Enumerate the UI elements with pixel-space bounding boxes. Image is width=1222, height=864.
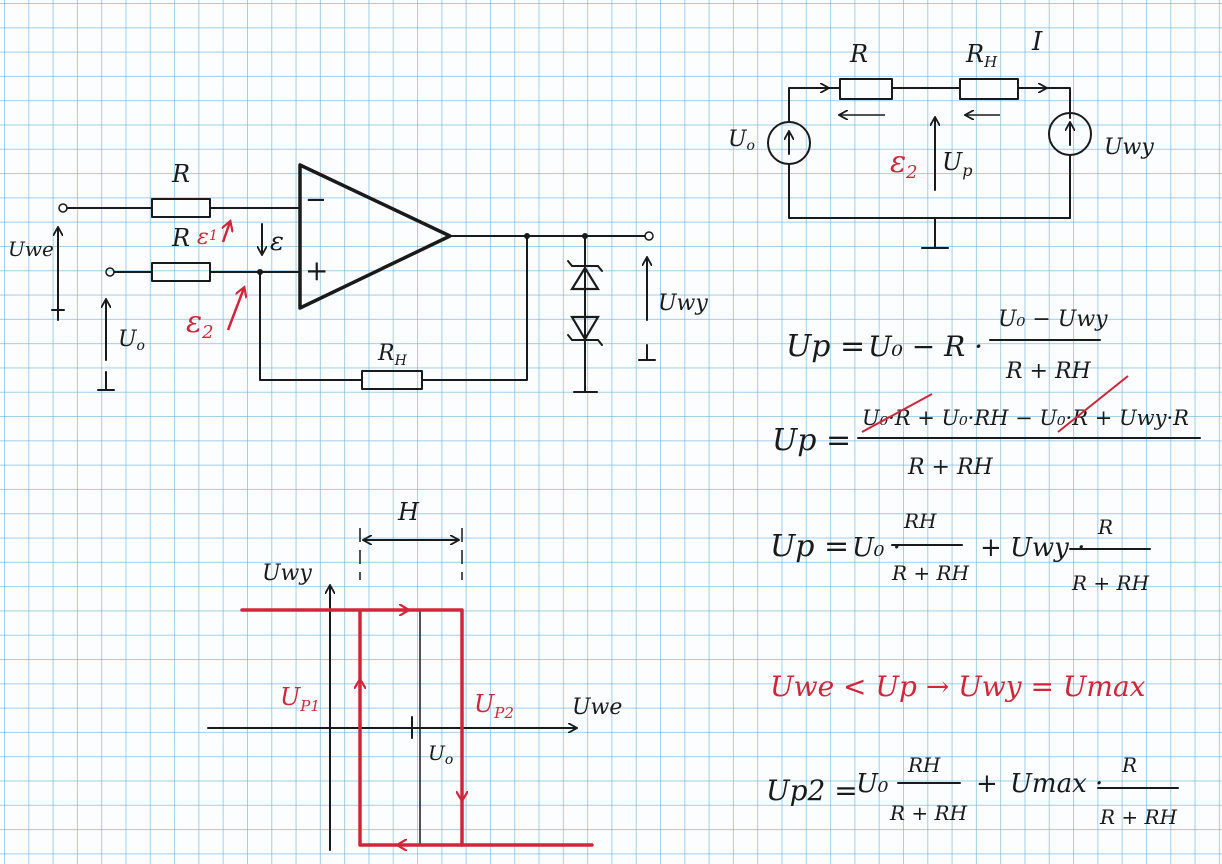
- condition-line: Uwe < Up → Uwy = Umax: [770, 670, 1146, 703]
- label-r-eq: R: [849, 40, 868, 68]
- opamp-triangle: [298, 163, 452, 310]
- label-up-eq: Up: [942, 148, 972, 180]
- eq3-term1: U₀ ·: [852, 533, 901, 563]
- hysteresis-graph: H Uwy Uwe UP1 UP2 Uo: [207, 498, 622, 851]
- resistor-rh-feedback: [361, 370, 423, 390]
- label-u0: Uo: [118, 327, 145, 354]
- eq1-numerator: U₀ − Uwy: [998, 307, 1108, 332]
- label-minus: −: [305, 185, 327, 215]
- equations: Up = U₀ − R · U₀ − Uwy R + RH Up = U₀·R …: [766, 307, 1201, 829]
- eq4-frac2-den: R + RH: [1099, 805, 1178, 829]
- label-up1: UP1: [280, 683, 320, 715]
- label-u0-graph: Uo: [428, 741, 453, 768]
- zener-diode-top: [570, 265, 600, 291]
- eq4-plus: +: [976, 769, 998, 799]
- eq3-frac1-den: R + RH: [891, 561, 970, 585]
- eq3-frac1-num: RH: [903, 509, 937, 533]
- strike-1: [861, 393, 933, 433]
- label-epsilon2: ε2: [186, 305, 214, 343]
- label-r-top: R: [171, 160, 190, 188]
- label-uwy-graph: Uwy: [262, 561, 312, 586]
- epsilon2-arrow: [226, 288, 244, 331]
- resistor-rh-eq: [959, 78, 1019, 100]
- input-terminal-bottom: [105, 267, 115, 277]
- label-rh-eq: RH: [965, 40, 998, 71]
- eq4-frac1-num: RH: [907, 753, 941, 777]
- resistor-r-eq: [839, 78, 893, 100]
- ground-u0: [97, 371, 115, 391]
- ground-uwe: [51, 299, 65, 321]
- label-epsilon: ε: [270, 227, 284, 257]
- eq2-numerator: U₀·R + U₀·RH − U₀·R + Uwy·R: [862, 406, 1189, 430]
- label-uwe: Uwe: [8, 237, 54, 261]
- eq4-term1: U₀: [856, 769, 889, 799]
- eq3-frac2-num: R: [1097, 515, 1113, 539]
- output-terminal: [644, 231, 654, 241]
- resistor-r-top: [151, 198, 211, 218]
- label-h: H: [397, 498, 420, 526]
- ground-eq: [921, 217, 949, 249]
- label-r-mid: R: [171, 224, 190, 252]
- label-uwe-graph: Uwe: [572, 695, 622, 720]
- ground-uwy: [638, 344, 656, 361]
- eq1-rhs: U₀ − R ·: [868, 330, 983, 363]
- label-uwy-eq: Uwy: [1104, 135, 1154, 160]
- eq2-denominator: R + RH: [907, 455, 994, 480]
- eq4-frac2-num: R: [1121, 753, 1137, 777]
- eq1-lhs: Up =: [786, 329, 865, 364]
- label-uwy-1: Uwy: [658, 291, 708, 316]
- eq1-denominator: R + RH: [1005, 359, 1092, 384]
- equivalent-circuit: R RH I Uo Uwy ε2 Up: [728, 27, 1154, 249]
- label-epsilon2-eq: ε2: [890, 145, 918, 183]
- eq3-lhs: Up =: [770, 529, 849, 564]
- label-rh-feedback: RH: [377, 341, 408, 369]
- input-terminal-top: [58, 203, 68, 213]
- resistor-r-mid: [151, 262, 211, 282]
- label-up2: UP2: [474, 690, 514, 722]
- label-epsilon1: ε1: [197, 225, 218, 250]
- eq4-term2: Umax ·: [1010, 769, 1103, 799]
- eq3-frac2-den: R + RH: [1071, 571, 1150, 595]
- eq2-lhs: Up =: [772, 423, 851, 458]
- label-u0-eq: Uo: [728, 127, 755, 154]
- label-plus: +: [305, 254, 328, 287]
- strike-2: [1057, 375, 1129, 433]
- opamp-circuit: R R ε1 ε ε2 − + RH Uwe Uo Uwy: [8, 160, 708, 393]
- eq3-plus: +: [980, 533, 1002, 563]
- eq4-lhs: Up2 =: [766, 774, 858, 807]
- epsilon1-arrow: [223, 222, 230, 243]
- eq4-frac1-den: R + RH: [889, 801, 968, 825]
- zener-diode-bottom: [570, 315, 600, 342]
- label-roman-one: I: [1031, 27, 1043, 57]
